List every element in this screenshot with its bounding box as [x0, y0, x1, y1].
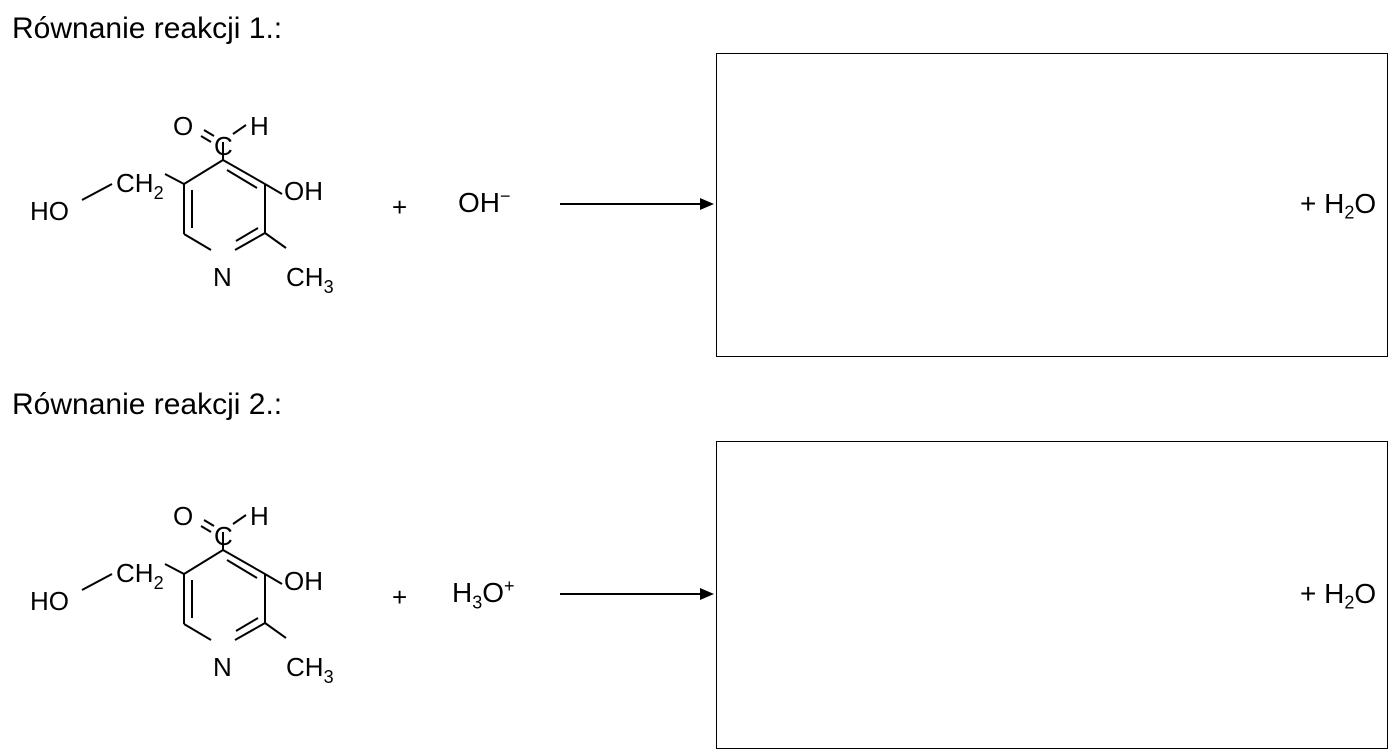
- reaction-2-title: Równanie reakcji 2.:: [12, 388, 283, 421]
- ho-bond: [81, 573, 113, 591]
- ring-double-bond: [235, 617, 259, 632]
- aldehyde-hydrogen: H: [250, 501, 269, 531]
- ring-bond: [234, 232, 266, 251]
- oh-bond: [264, 183, 283, 195]
- aldehyde-hydrogen: H: [250, 111, 269, 141]
- ring-double-bond: [226, 169, 258, 189]
- reaction-2-arrow: [560, 588, 714, 600]
- aldehyde-carbon: C: [214, 131, 233, 161]
- ring-bond: [234, 622, 266, 641]
- methyl-bond: [264, 622, 287, 639]
- reaction-1-answer-box[interactable]: [716, 53, 1388, 357]
- ring-nitrogen: N: [213, 652, 232, 682]
- ring-bond: [183, 159, 224, 185]
- hydroxymethyl-oh: HO: [30, 586, 69, 616]
- ch-bond: [232, 514, 247, 525]
- ch-bond: [232, 124, 247, 135]
- ring-bond: [183, 549, 224, 575]
- aldehyde-oxygen: O: [173, 111, 193, 141]
- reaction-2-substrate-structure: O C H OH N CH3 CH2 HO: [20, 490, 360, 690]
- reaction-1-substrate-structure: O C H OH N CH3 CH2 HO: [20, 100, 360, 300]
- reaction-2-reagent: H3O+: [452, 576, 515, 613]
- ring-bond: [222, 549, 266, 575]
- methyl-bond: [264, 232, 287, 249]
- methyl-group: CH3: [286, 262, 334, 297]
- ring-double-bond: [235, 227, 259, 242]
- aldehyde-carbon: C: [214, 521, 233, 551]
- reaction-1-arrow: [560, 198, 714, 210]
- hydroxyl-group: OH: [284, 176, 323, 206]
- reaction-2-plus: +: [392, 582, 408, 612]
- ho-bond: [81, 183, 113, 201]
- carbonyl-bond: [200, 525, 212, 533]
- reaction-2-answer-box[interactable]: [716, 441, 1388, 749]
- carbonyl-bond: [203, 519, 215, 527]
- carbonyl-bond: [200, 135, 212, 143]
- aldehyde-oxygen: O: [173, 501, 193, 531]
- reaction-1-title: Równanie reakcji 1.:: [12, 12, 283, 45]
- ch2-bond: [164, 173, 185, 185]
- carbonyl-bond: [203, 129, 215, 137]
- ring-nitrogen: N: [213, 262, 232, 292]
- hydroxymethyl-oh: HO: [30, 196, 69, 226]
- ring-double-bond: [226, 559, 258, 579]
- reaction-1-water: + H2O: [1300, 188, 1377, 223]
- reaction-1-reagent: OH−: [458, 186, 511, 218]
- ring-bond: [222, 159, 266, 185]
- ring-bond: [183, 623, 212, 641]
- ch2-group: CH2: [116, 168, 164, 203]
- hydroxyl-group: OH: [284, 566, 323, 596]
- ring-bond: [183, 233, 212, 251]
- ch2-bond: [164, 563, 185, 575]
- oh-bond: [264, 573, 283, 585]
- methyl-group: CH3: [286, 652, 334, 687]
- reaction-1-plus: +: [392, 192, 408, 222]
- ch2-group: CH2: [116, 558, 164, 593]
- reaction-2-water: + H2O: [1300, 578, 1377, 613]
